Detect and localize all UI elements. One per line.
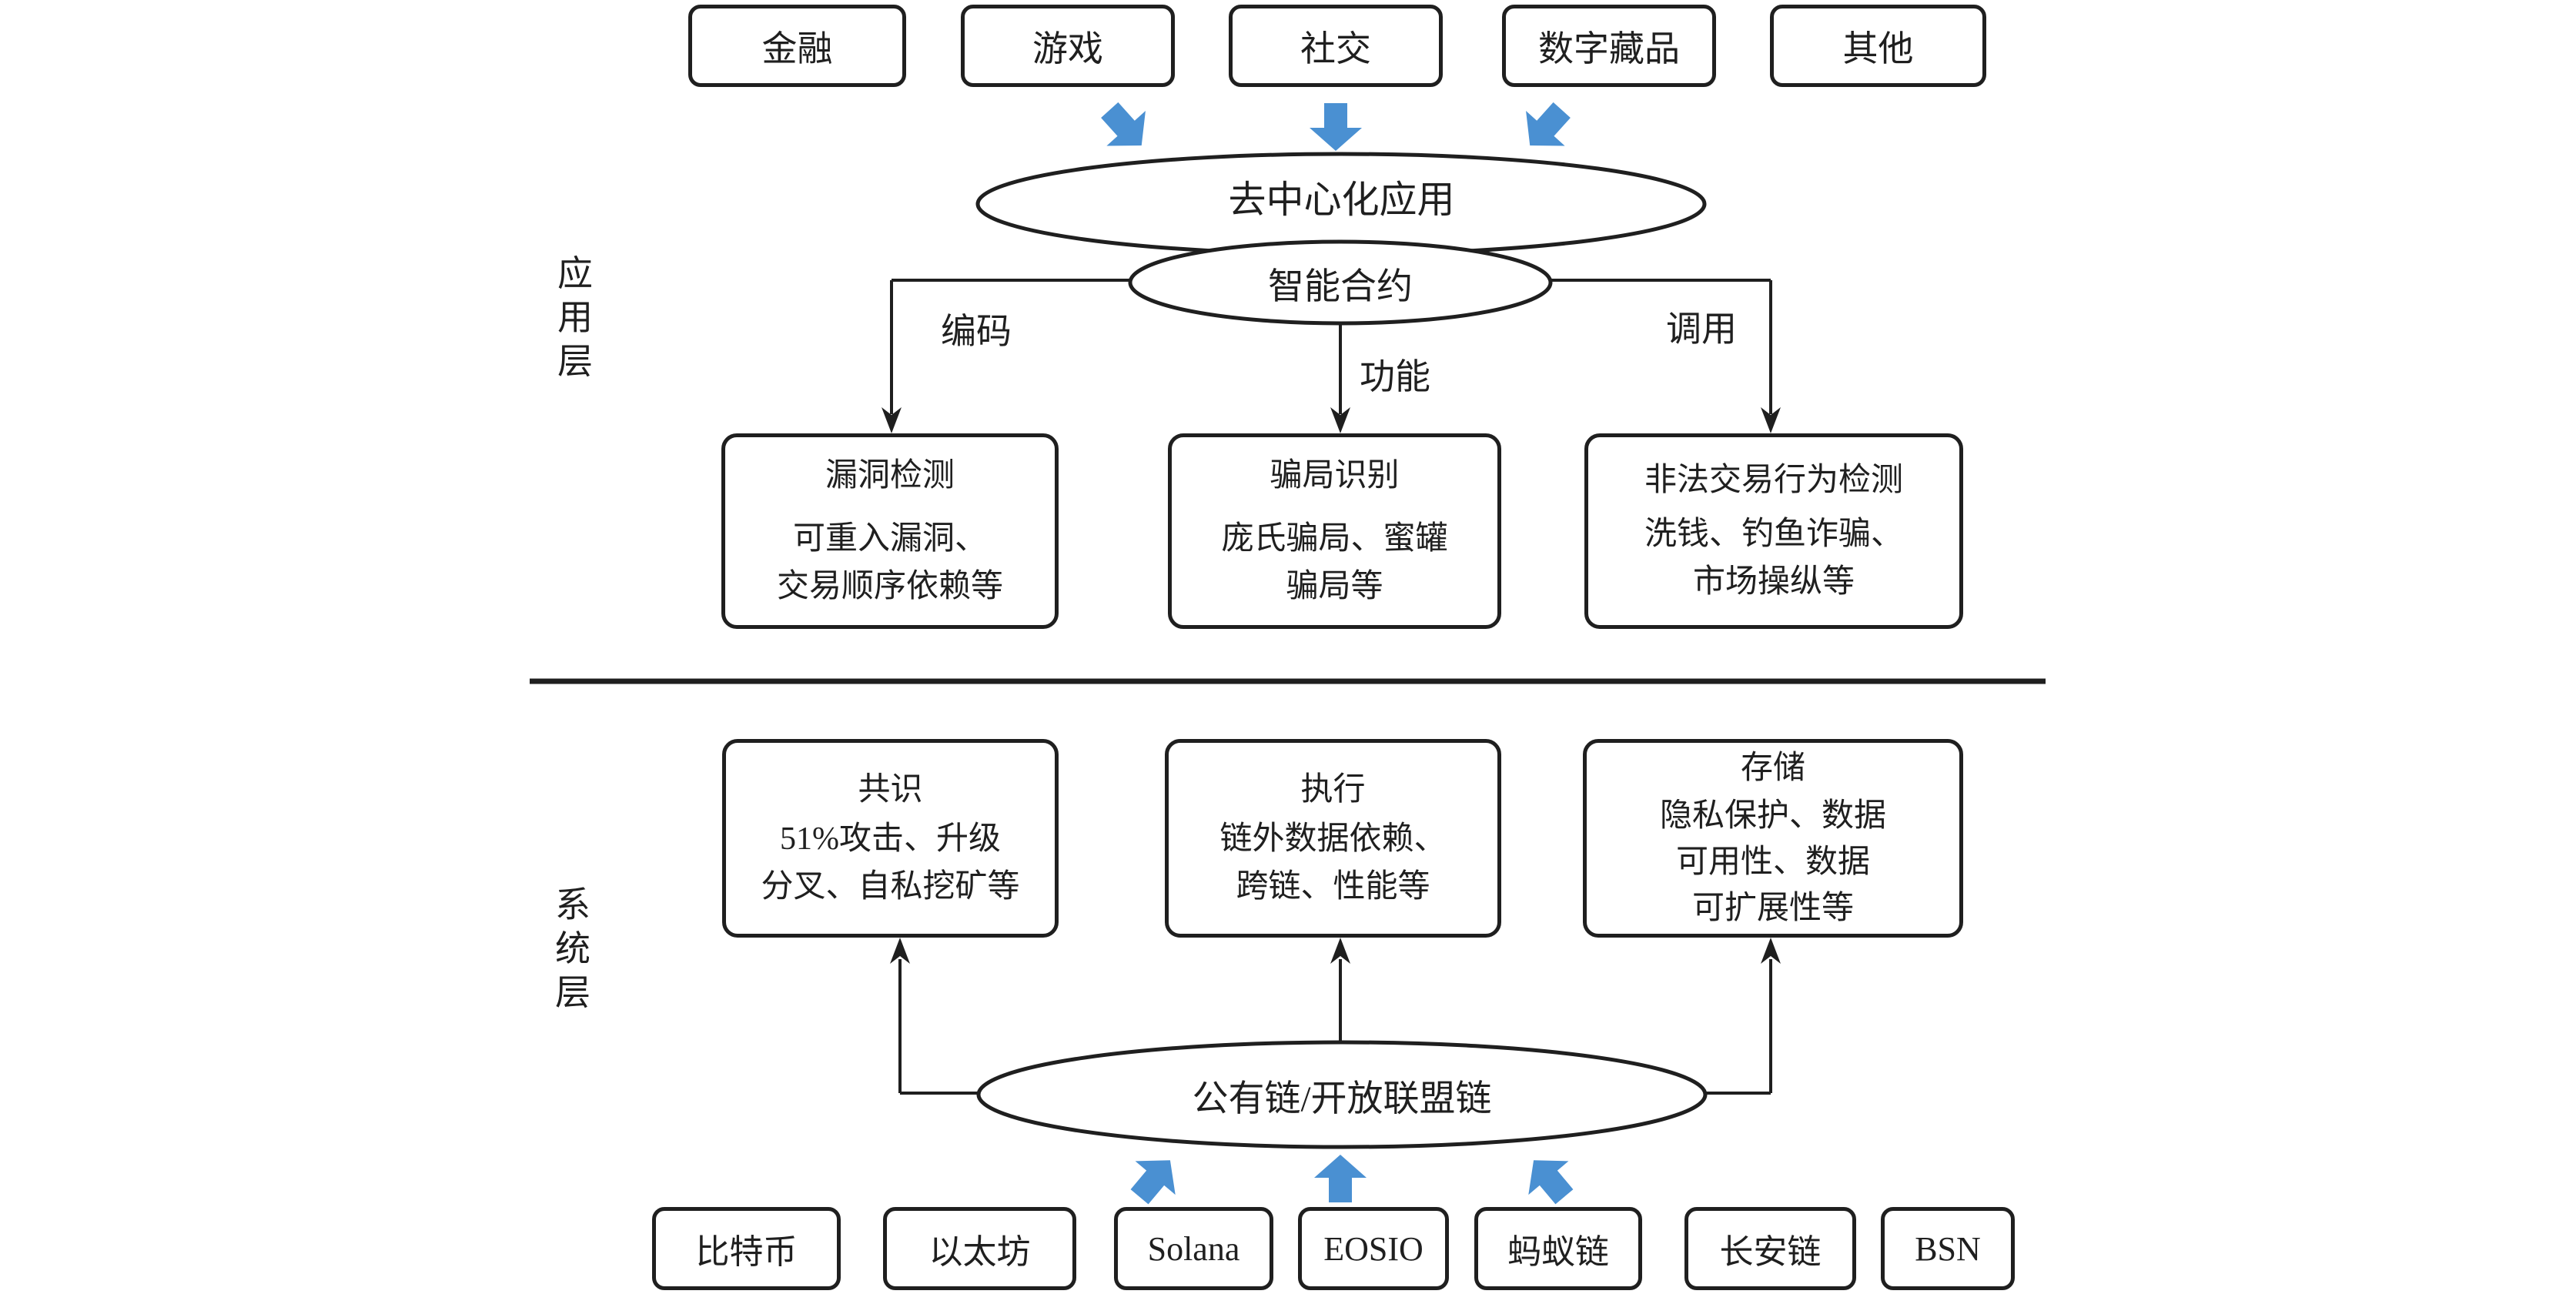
down-left-block-arrow-icon [1526, 102, 1571, 146]
chain-eosio-box: EOSIO [1298, 1207, 1449, 1290]
chain-label: 比特币 [695, 1233, 798, 1271]
storage-box: 存储 隐私保护、数据 可用性、数据 可扩展性等 [1583, 739, 1963, 938]
chain-bsn-box: BSN [1881, 1207, 2015, 1290]
vulnerability-detection-box: 漏洞检测 可重入漏洞、 交易顺序依赖等 [721, 433, 1059, 629]
box-title: 存储 [1740, 751, 1805, 786]
chain-antchain-box: 蚂蚁链 [1474, 1207, 1642, 1290]
chain-label: BSN [1915, 1229, 1981, 1268]
up-left-block-arrow-icon [1528, 1160, 1574, 1205]
app-domain-label: 游戏 [1032, 28, 1103, 69]
application-layer-label: 应用层 [557, 254, 593, 381]
box-title: 非法交易行为检测 [1644, 463, 1903, 498]
down-arrowhead [882, 407, 902, 433]
box-line: 51%攻击、升级 [780, 821, 1001, 857]
chain-solana-box: Solana [1114, 1207, 1273, 1290]
box-title: 执行 [1300, 772, 1366, 807]
app-domain-nft-box: 数字藏品 [1502, 5, 1716, 87]
smart-contract-ellipse [1128, 239, 1553, 326]
box-line: 交易顺序依赖等 [776, 569, 1003, 604]
chain-label: 以太坊 [928, 1233, 1031, 1271]
box-line: 可重入漏洞、 [792, 521, 987, 557]
box-line: 隐私保护、数据 [1659, 798, 1886, 834]
box-line: 洗钱、钓鱼诈骗、 [1644, 517, 1903, 552]
system-layer-arrowheads [890, 938, 1781, 964]
app-domain-label: 数字藏品 [1538, 28, 1680, 69]
box-line: 庞氏骗局、蜜罐 [1221, 521, 1448, 557]
chain-label: Solana [1147, 1229, 1240, 1268]
edge-label-invoke: 调用 [1666, 309, 1737, 349]
up-right-block-arrow-icon [1130, 1160, 1176, 1205]
application-layer-arrowheads [882, 407, 1781, 433]
up-arrowhead [1330, 938, 1350, 964]
down-arrowhead [1330, 407, 1350, 433]
edge-label-coding: 编码 [941, 312, 1012, 351]
chain-bitcoin-box: 比特币 [652, 1207, 841, 1290]
chain-label: EOSIO [1323, 1229, 1423, 1268]
box-line: 分叉、自私挖矿等 [761, 869, 1020, 904]
system-layer-label: 系统层 [555, 885, 590, 1012]
box-line: 市场操纵等 [1692, 564, 1855, 600]
app-domain-other-box: 其他 [1770, 5, 1986, 87]
chain-ethereum-box: 以太坊 [883, 1207, 1076, 1290]
box-line: 可用性、数据 [1675, 844, 1870, 880]
illegal-transaction-detection-box: 非法交易行为检测 洗钱、钓鱼诈骗、 市场操纵等 [1584, 433, 1963, 629]
public-chain-label: 公有链/开放联盟链 [1192, 1079, 1492, 1119]
blue-block-arrows [1101, 102, 1574, 1205]
smart-contract-label: 智能合约 [1268, 267, 1413, 307]
chain-changan-box: 长安链 [1684, 1207, 1856, 1290]
up-arrowhead [890, 938, 910, 964]
box-title: 共识 [858, 772, 923, 807]
scam-identification-box: 骗局识别 庞氏骗局、蜜罐 骗局等 [1168, 433, 1501, 629]
box-line: 跨链、性能等 [1236, 869, 1430, 904]
box-line: 可扩展性等 [1691, 891, 1854, 926]
down-right-block-arrow-icon [1101, 102, 1146, 146]
app-domain-label: 社交 [1300, 28, 1371, 69]
up-block-arrow-icon [1314, 1155, 1367, 1202]
app-domain-label: 其他 [1842, 28, 1914, 69]
box-title: 骗局识别 [1270, 458, 1400, 493]
ellipse-shapes [975, 152, 1708, 1149]
edge-label-function: 功能 [1360, 357, 1430, 396]
consensus-box: 共识 51%攻击、升级 分叉、自私挖矿等 [722, 739, 1059, 938]
box-line: 链外数据依赖、 [1219, 821, 1447, 857]
box-title: 漏洞检测 [825, 458, 955, 493]
public-chain-ellipse [976, 1040, 1708, 1149]
app-domain-game-box: 游戏 [961, 5, 1175, 87]
down-block-arrow-icon [1310, 103, 1362, 151]
box-line: 骗局等 [1286, 569, 1383, 604]
chain-label: 长安链 [1719, 1233, 1822, 1271]
execution-box: 执行 链外数据依赖、 跨链、性能等 [1165, 739, 1501, 938]
chain-label: 蚂蚁链 [1507, 1233, 1609, 1271]
app-domain-social-box: 社交 [1229, 5, 1443, 87]
up-arrowhead [1761, 938, 1781, 964]
app-domain-label: 金融 [761, 28, 833, 69]
decentralized-app-label: 去中心化应用 [1228, 179, 1455, 221]
app-domain-finance-box: 金融 [688, 5, 906, 87]
down-arrowhead [1761, 407, 1781, 433]
